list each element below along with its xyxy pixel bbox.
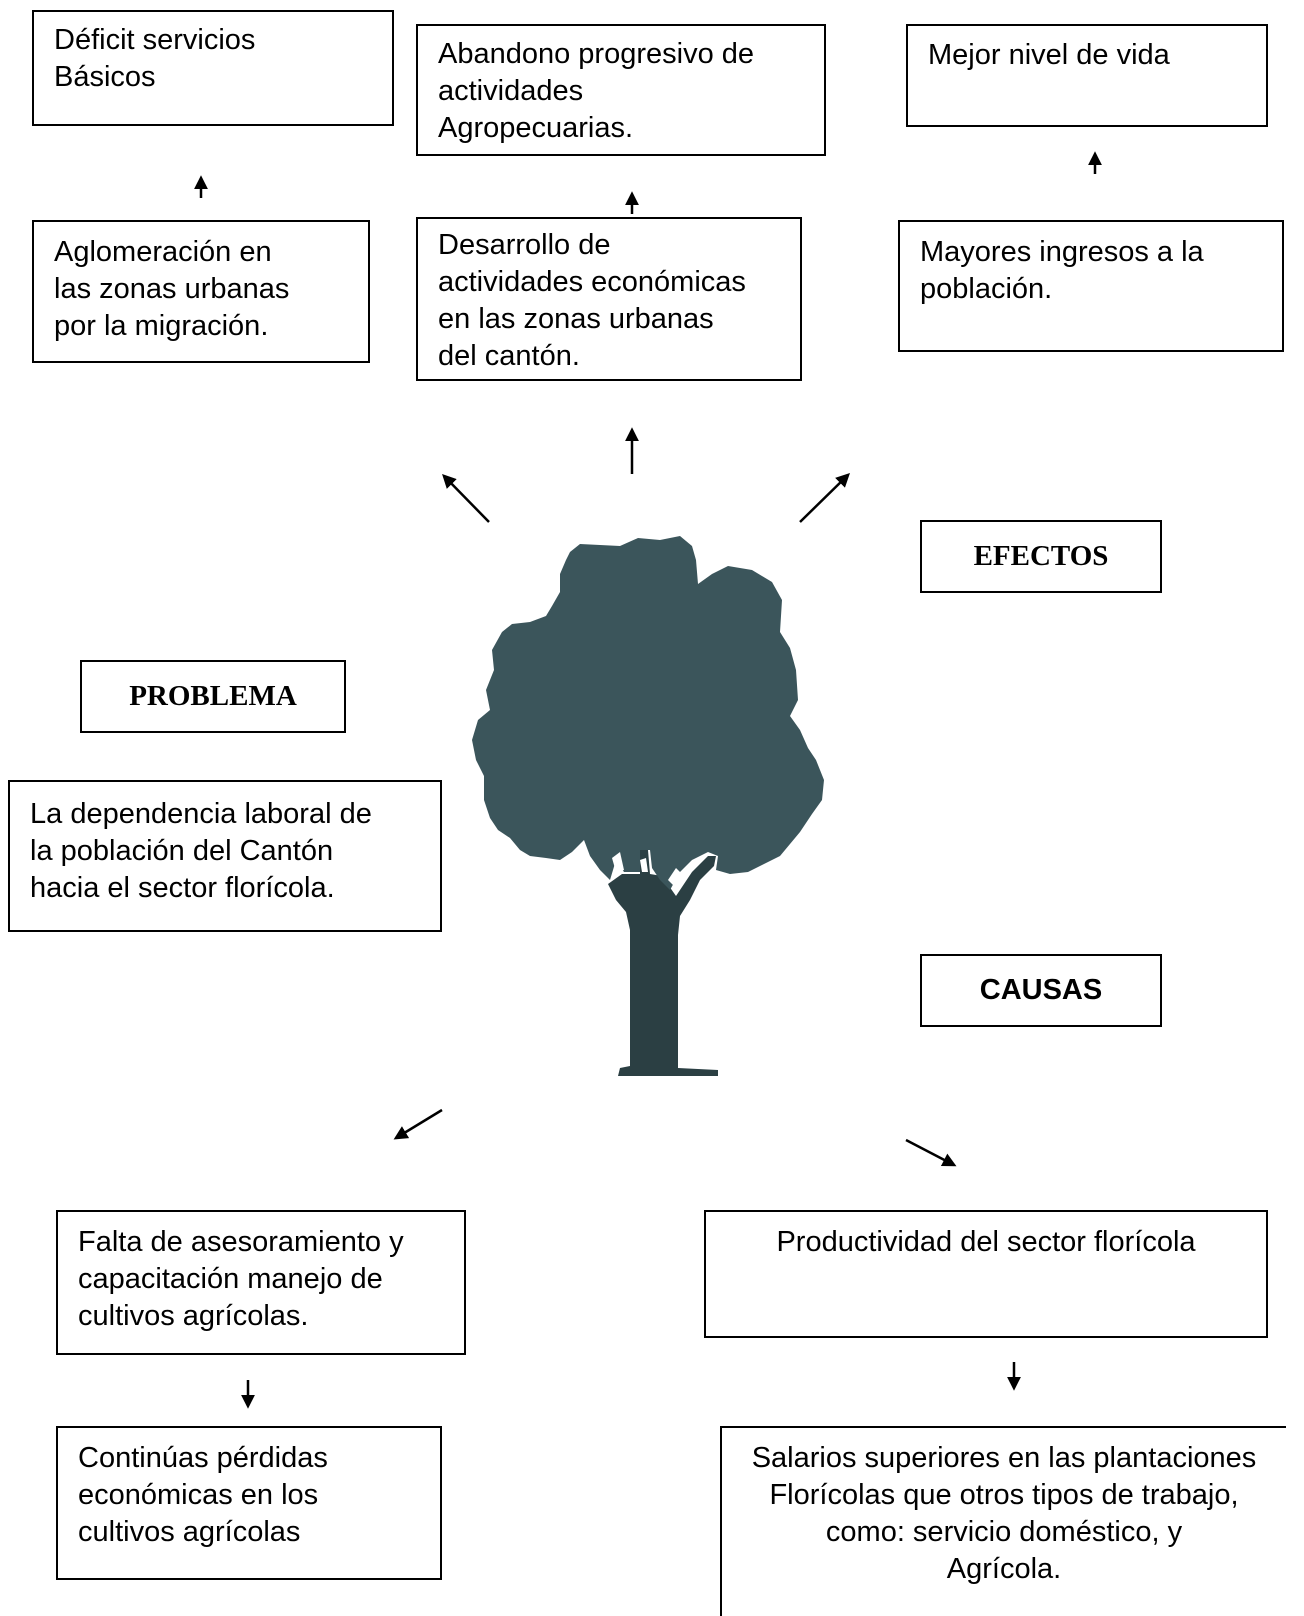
effect-box-abandono: Abandono progresivo de actividades Agrop… bbox=[416, 24, 826, 156]
cause-text: Salarios superiores en las plantaciones … bbox=[751, 1442, 1257, 1585]
effect-text: Abandono progresivo de actividades Agrop… bbox=[438, 38, 755, 144]
effect-text: Mayores ingresos a la población. bbox=[920, 236, 1204, 305]
effects-label-text: EFECTOS bbox=[973, 540, 1109, 572]
effect-box-deficit-servicios: Déficit servicios Básicos bbox=[32, 10, 394, 126]
causes-label-text: CAUSAS bbox=[979, 974, 1103, 1006]
tree-trunk bbox=[608, 850, 718, 1076]
cause-box-perdidas: Continúas pérdidas económicas en los cul… bbox=[56, 1426, 442, 1580]
problem-text: La dependencia laboral de la población d… bbox=[30, 798, 372, 904]
cause-text: Falta de asesoramiento y capacitación ma… bbox=[78, 1226, 404, 1332]
problem-label-text: PROBLEMA bbox=[129, 680, 297, 712]
causes-label: CAUSAS bbox=[920, 954, 1162, 1027]
effect-box-aglomeracion: Aglomeración en las zonas urbanas por la… bbox=[32, 220, 370, 363]
effect-box-mayores-ingresos: Mayores ingresos a la población. bbox=[898, 220, 1284, 352]
cause-box-salarios: Salarios superiores en las plantaciones … bbox=[720, 1426, 1286, 1616]
effect-box-mejor-nivel: Mejor nivel de vida bbox=[906, 24, 1268, 127]
arrows-causes bbox=[241, 1108, 1021, 1409]
arrows-tree-to-effects bbox=[442, 427, 851, 523]
cause-text: Continúas pérdidas económicas en los cul… bbox=[78, 1442, 328, 1548]
problem-label: PROBLEMA bbox=[80, 660, 346, 733]
effect-text: Aglomeración en las zonas urbanas por la… bbox=[54, 236, 290, 342]
effect-box-desarrollo: Desarrollo de actividades económicas en … bbox=[416, 217, 802, 381]
tree-icon bbox=[472, 536, 824, 1076]
arrow-up-small bbox=[194, 151, 1102, 214]
effect-text: Mejor nivel de vida bbox=[928, 39, 1170, 71]
effect-text: Déficit servicios Básicos bbox=[54, 24, 256, 93]
cause-box-falta-asesoramiento: Falta de asesoramiento y capacitación ma… bbox=[56, 1210, 466, 1355]
effects-label: EFECTOS bbox=[920, 520, 1162, 593]
effect-text: Desarrollo de actividades económicas en … bbox=[438, 229, 746, 372]
cause-box-productividad: Productividad del sector florícola bbox=[704, 1210, 1268, 1338]
tree-canopy bbox=[472, 536, 824, 890]
cause-text: Productividad del sector florícola bbox=[776, 1226, 1196, 1258]
problem-box: La dependencia laboral de la población d… bbox=[8, 780, 442, 932]
